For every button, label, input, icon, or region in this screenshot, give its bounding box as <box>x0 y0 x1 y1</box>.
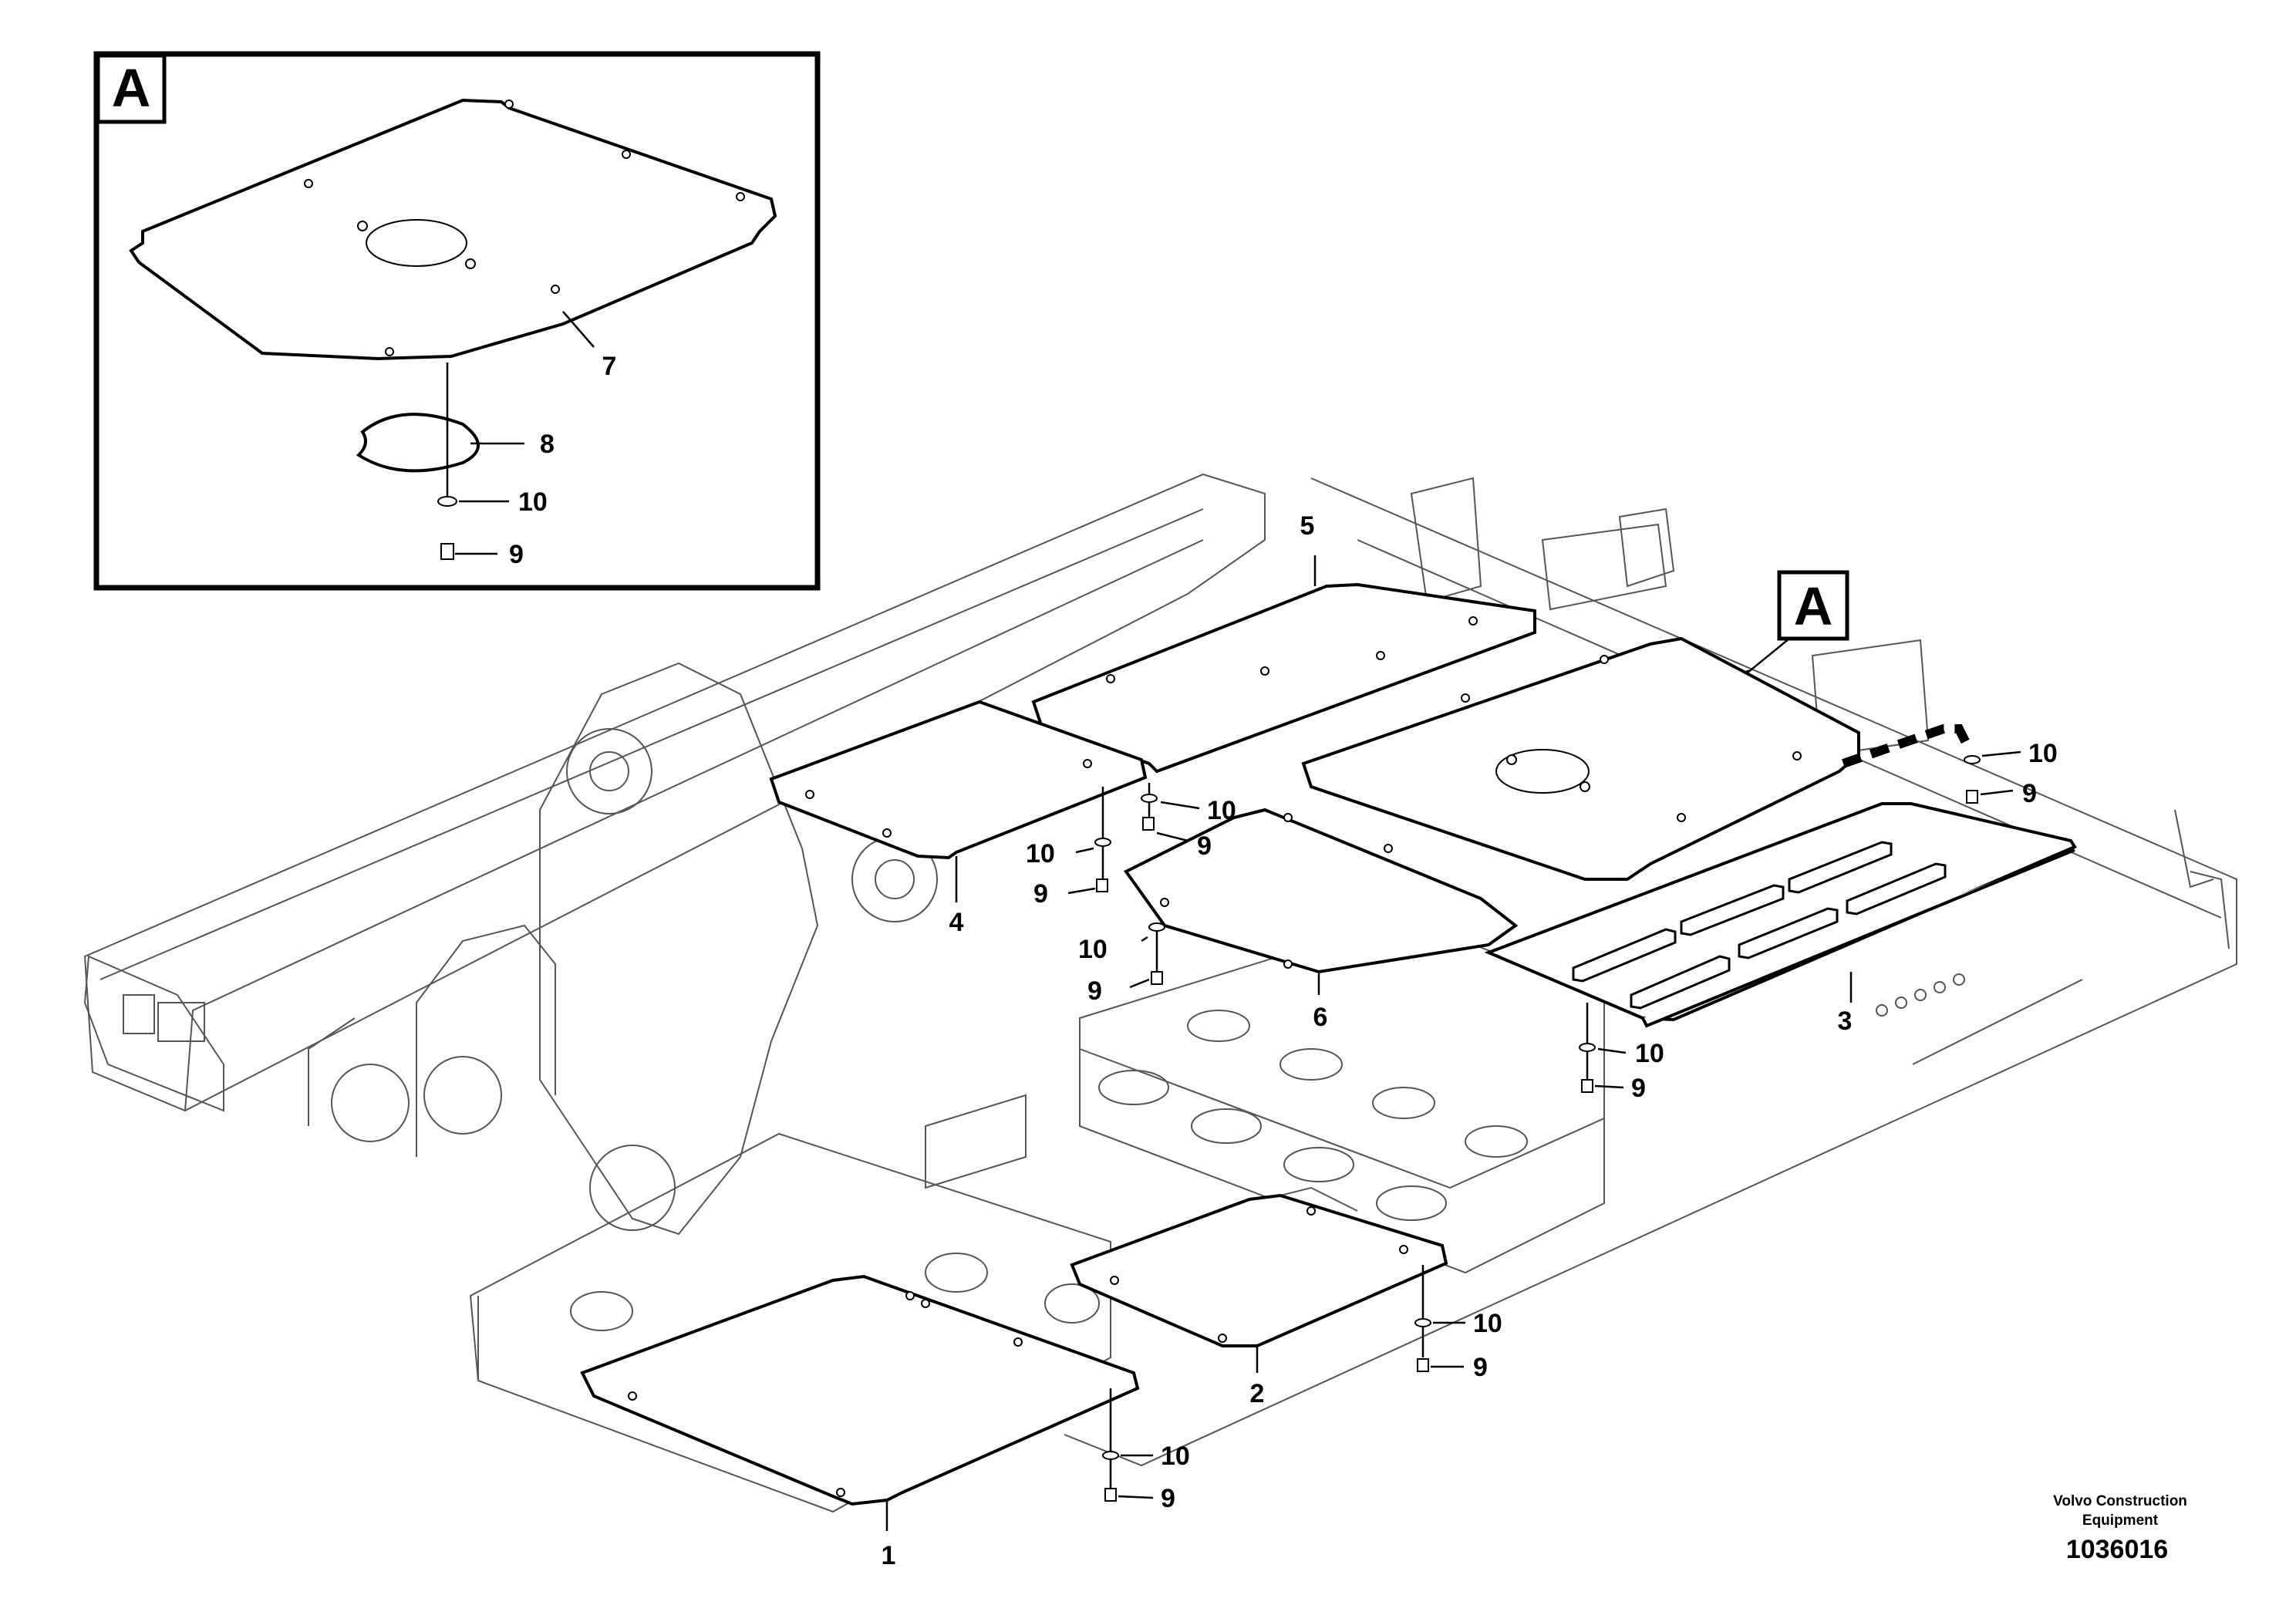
label-9-p1: 9 <box>1161 1484 1175 1513</box>
center-hole-main <box>1495 749 1590 794</box>
plate-6: 6 10 9 10 9 <box>1078 783 1519 1032</box>
callout-box-a <box>96 53 167 124</box>
screw-icon <box>440 543 454 560</box>
plate-4: 4 10 9 <box>769 700 1148 937</box>
label-6: 6 <box>1313 1003 1328 1032</box>
fastener-right: 10 9 <box>1964 739 2058 808</box>
label-2: 2 <box>1250 1379 1265 1408</box>
plate-a-main <box>1301 636 1860 881</box>
label-10-p4: 10 <box>1026 839 1055 868</box>
washer-icon <box>437 496 457 507</box>
label-10-p6a: 10 <box>1207 796 1236 825</box>
inset-frame: A 7 8 10 9 <box>93 51 821 591</box>
label-7: 7 <box>602 352 617 381</box>
label-9-p6b: 9 <box>1087 976 1102 1006</box>
dashed-pointer <box>1842 724 1971 768</box>
inset-letter: A <box>112 58 151 118</box>
label-9-p4: 9 <box>1033 879 1048 909</box>
label-10-p2: 10 <box>1473 1309 1502 1338</box>
callout-a-main: A <box>1728 570 1849 688</box>
label-9-p2: 9 <box>1473 1353 1488 1382</box>
label-4: 4 <box>949 908 964 937</box>
caption: Volvo Construction Equipment 1036016 <box>2053 1493 2187 1564</box>
label-9-inset: 9 <box>509 540 524 569</box>
seal-8 <box>356 413 480 473</box>
label-3: 3 <box>1838 1007 1853 1036</box>
plate-3: 3 10 9 <box>1484 802 2077 1103</box>
caption-line2: Equipment <box>2082 1512 2159 1529</box>
plate-1: 1 10 9 <box>580 1274 1190 1570</box>
label-10-right: 10 <box>2028 739 2058 768</box>
center-hole <box>366 219 467 267</box>
label-10-p6b: 10 <box>1078 935 1108 964</box>
plate-2: 2 10 9 <box>1070 1193 1502 1408</box>
label-9-p3: 9 <box>1631 1074 1646 1103</box>
drawing-number: 1036016 <box>2066 1535 2168 1564</box>
label-10-p1: 10 <box>1161 1442 1190 1471</box>
label-9-right: 9 <box>2022 779 2037 808</box>
caption-line1: Volvo Construction <box>2053 1493 2187 1509</box>
label-10-inset: 10 <box>518 487 548 517</box>
label-5: 5 <box>1300 511 1315 541</box>
excavator-frame <box>83 473 2237 1513</box>
label-1: 1 <box>882 1541 896 1570</box>
label-9-p6a: 9 <box>1197 831 1212 861</box>
callout-letter: A <box>1794 576 1833 636</box>
label-8: 8 <box>540 430 555 459</box>
label-10-p3: 10 <box>1635 1039 1664 1068</box>
